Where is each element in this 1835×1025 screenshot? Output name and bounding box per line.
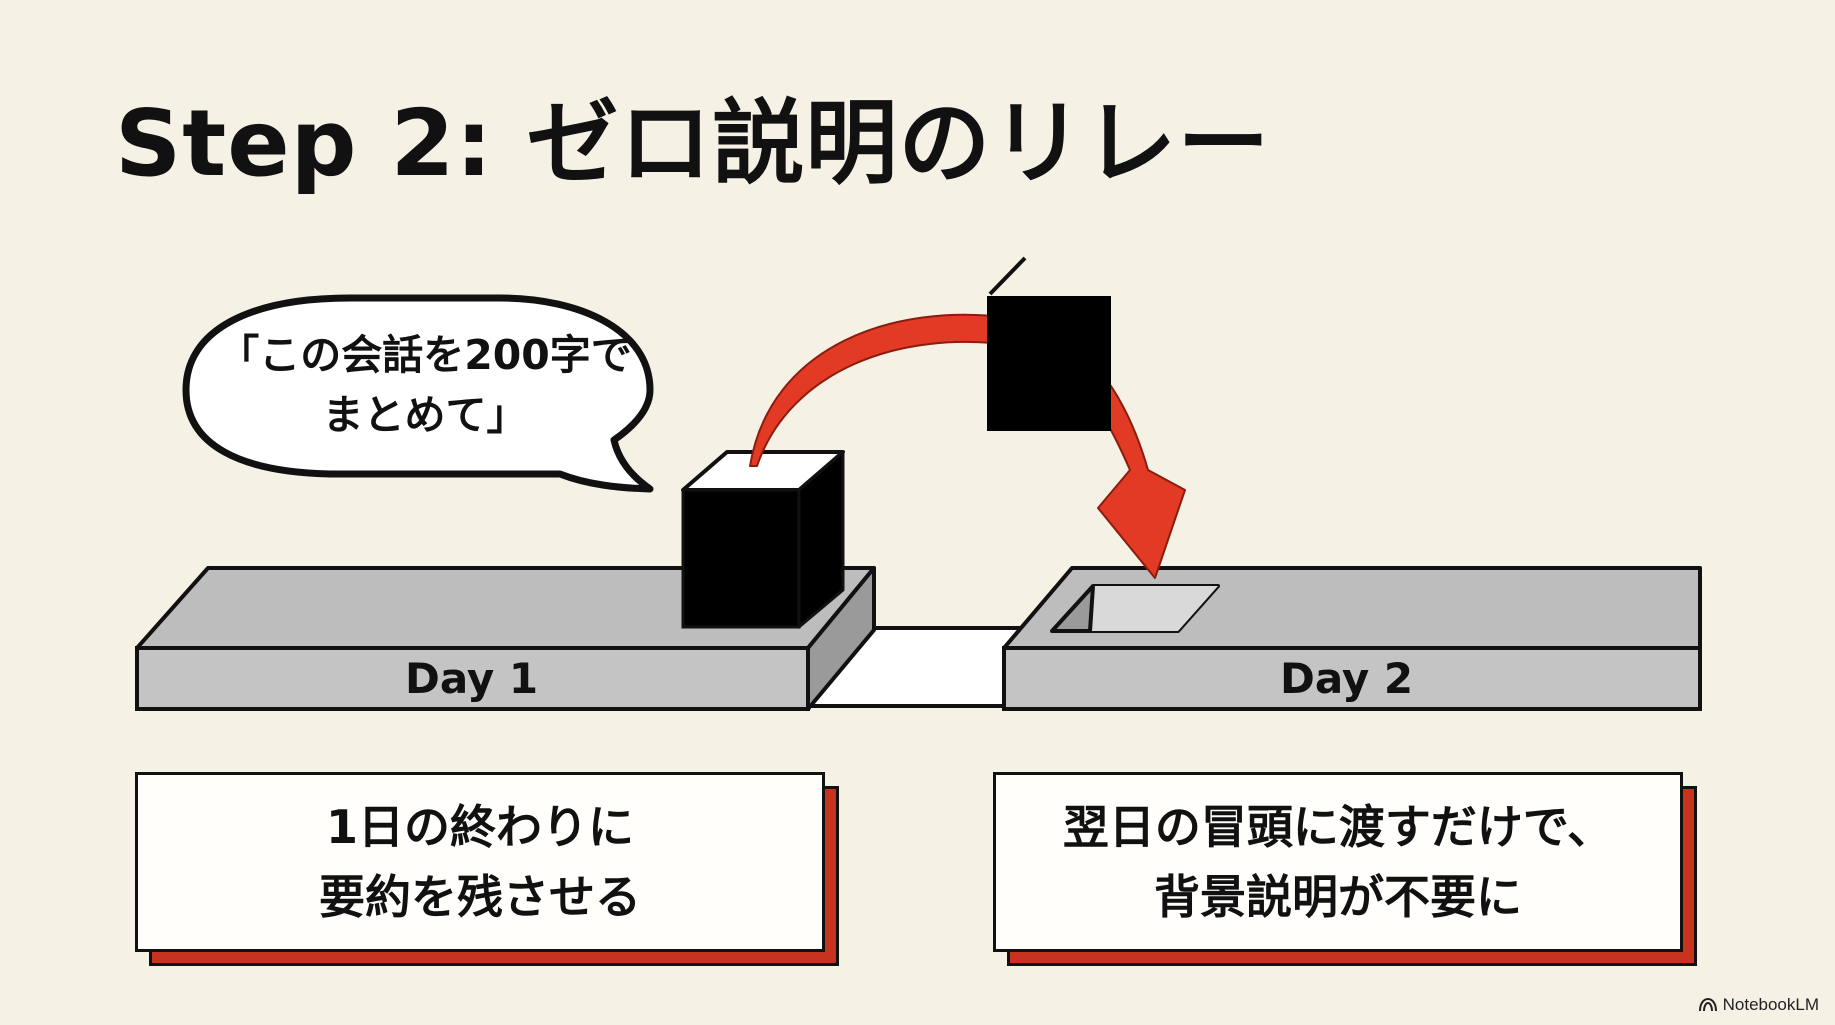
- conveyor-day-1-side: [806, 566, 876, 711]
- cube-side-face: [797, 450, 845, 629]
- speech-bubble: [182, 294, 654, 493]
- speech-bubble-text: 「この会話を200字で まとめて」: [210, 325, 640, 445]
- caption-card-day-1-line-1: 1日の終わりに: [325, 800, 634, 854]
- conveyor-day-2-slot-inner: [1090, 586, 1218, 631]
- card-face: 1日の終わりに 要約を残させる: [135, 772, 825, 952]
- flying-cube-face: [987, 296, 1111, 431]
- conveyor-day-2-front: [1002, 646, 1702, 711]
- caption-card-day-2: 翌日の冒頭に渡すだけで、 背景説明が不要に: [993, 772, 1697, 966]
- conveyor-label-day-1: Day 1: [405, 654, 539, 703]
- conveyor-label-day-2: Day 2: [1280, 654, 1414, 703]
- speech-bubble-line-2: まとめて」: [322, 391, 528, 439]
- caption-card-day-1-line-2: 要約を残させる: [319, 870, 641, 924]
- card-face: 翌日の冒頭に渡すだけで、 背景説明が不要に: [993, 772, 1683, 952]
- slide-title: Step 2: ゼロ説明のリレー: [115, 90, 1271, 197]
- caption-card-day-2-line-1: 翌日の冒頭に渡すだけで、: [1062, 800, 1614, 854]
- summary-cube-flying: [987, 256, 1111, 431]
- brand-watermark: NotebookLM: [1698, 995, 1819, 1015]
- speech-bubble-line-1: 「この会話を200字で: [218, 331, 632, 379]
- notebooklm-logo-icon: [1698, 998, 1717, 1012]
- conveyor-day-2: [1002, 566, 1702, 711]
- summary-cube-day-1: [681, 450, 845, 629]
- cube-front-face: [681, 488, 801, 629]
- conveyor-day-1-front: [135, 646, 810, 711]
- caption-card-day-2-line-2: 背景説明が不要に: [1154, 870, 1522, 924]
- brand-name: NotebookLM: [1722, 995, 1819, 1014]
- caption-card-day-1: 1日の終わりに 要約を残させる: [135, 772, 839, 966]
- flying-cube-edge: [988, 256, 1027, 296]
